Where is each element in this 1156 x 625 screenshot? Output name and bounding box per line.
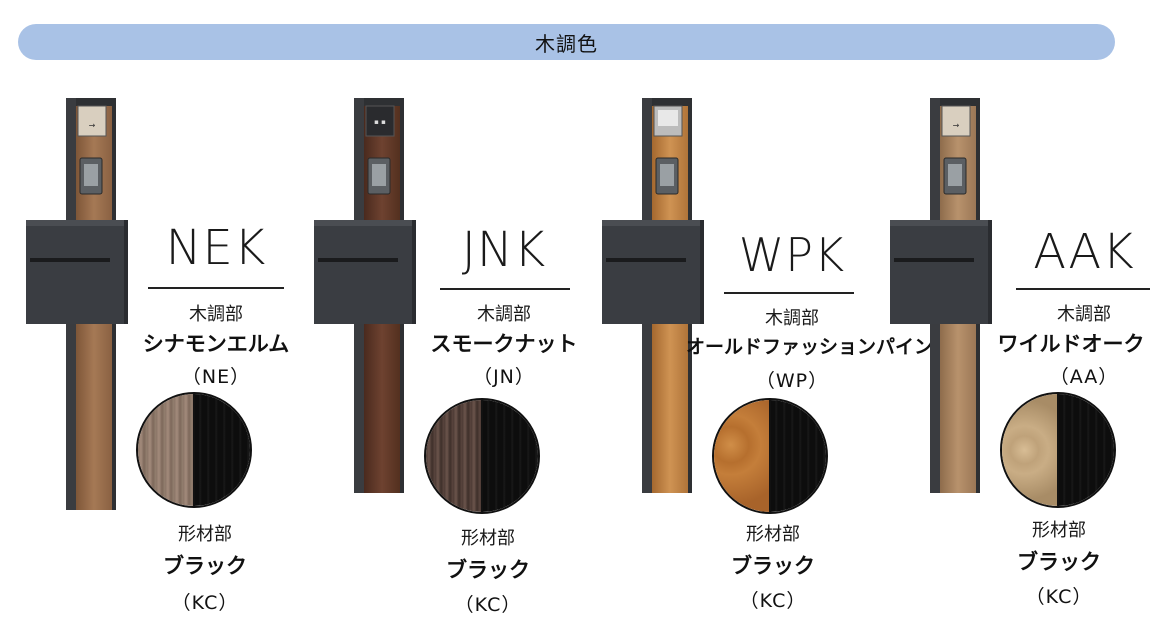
black-swatch-half [770, 400, 826, 512]
frame-color-name: ブラック [731, 554, 815, 578]
frame-color-code: （KC） [171, 592, 239, 614]
variant-nek: → NEK 木調部 シナモンエルム （NE） 形材部 ブラック （KC） [0, 0, 289, 625]
variant-wpk: WPK 木調部 オールドファッションパイン （WP） 形材部 ブラック （KC） [576, 0, 933, 625]
post-illustration [602, 98, 712, 493]
wood-swatch-half [426, 400, 482, 512]
wood-part-label: 木調部 [1057, 304, 1111, 325]
model-code: NEK [165, 220, 267, 276]
model-code: JNK [461, 222, 547, 278]
wood-part-label: 木調部 [477, 304, 531, 325]
banner-title: 木調色 [535, 31, 598, 56]
color-swatch [424, 398, 540, 514]
color-swatch [1000, 392, 1116, 508]
frame-color-name: ブラック [446, 558, 530, 582]
code-underline [148, 287, 284, 289]
post-illustration: → [890, 98, 1000, 493]
color-swatch [712, 398, 828, 514]
svg-text:▪ ▪: ▪ ▪ [374, 118, 386, 126]
wood-color-name: オールドファッションパイン [686, 336, 934, 358]
wood-color-name: スモークナット [430, 332, 578, 356]
frame-color-code: （KC） [454, 594, 522, 616]
color-swatch [136, 392, 252, 508]
frame-part-label: 形材部 [746, 524, 800, 545]
variant-jnk: ▪ ▪ JNK 木調部 スモークナット （JN） 形材部 ブラック （KC） [288, 0, 578, 625]
wood-color-name: ワイルドオーク [997, 332, 1145, 356]
wood-color-code: （NE） [181, 366, 251, 388]
model-code: WPK [738, 228, 846, 282]
black-swatch-half [194, 394, 250, 506]
model-code: AAK [1033, 224, 1135, 280]
svg-text:→: → [953, 121, 960, 130]
wood-color-name: シナモンエルム [142, 332, 290, 356]
swatch-divider [481, 400, 483, 512]
frame-color-code: （KC） [739, 590, 807, 612]
wood-color-code: （WP） [755, 370, 829, 392]
frame-part-label: 形材部 [461, 528, 515, 549]
frame-color-name: ブラック [163, 554, 247, 578]
swatch-divider [1057, 394, 1059, 506]
swatch-divider [769, 400, 771, 512]
frame-part-label: 形材部 [178, 524, 232, 545]
wood-swatch-half [138, 394, 194, 506]
wood-color-code: （JN） [473, 366, 535, 388]
code-underline [440, 288, 570, 290]
banner-wood-tone: 木調色 [18, 24, 1115, 60]
code-underline [1016, 288, 1150, 290]
frame-color-name: ブラック [1017, 550, 1101, 574]
wood-part-label: 木調部 [765, 308, 819, 329]
svg-text:→: → [89, 121, 96, 130]
post-illustration: ▪ ▪ [314, 98, 424, 493]
frame-color-code: （KC） [1025, 586, 1093, 608]
black-swatch-half [482, 400, 538, 512]
code-underline [724, 292, 854, 294]
frame-part-label: 形材部 [1032, 520, 1086, 541]
wood-part-label: 木調部 [189, 304, 243, 325]
swatch-divider [193, 394, 195, 506]
black-swatch-half [1058, 394, 1114, 506]
variant-aak: → AAK 木調部 ワイルドオーク （AA） 形材部 ブラック （KC） [864, 0, 1153, 625]
wood-swatch-half [714, 400, 770, 512]
wood-swatch-half [1002, 394, 1058, 506]
wood-color-code: （AA） [1049, 366, 1119, 388]
post-illustration: → [26, 98, 136, 510]
